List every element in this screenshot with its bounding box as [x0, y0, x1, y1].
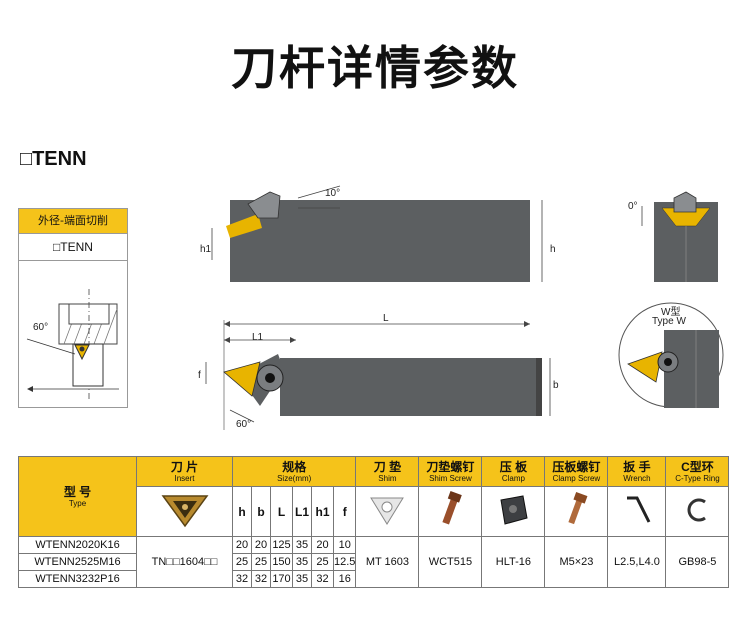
- insert-top: [223, 361, 261, 397]
- insert-code: TN□□1604□□: [136, 536, 233, 588]
- clamp-screw-code: M5×23: [544, 536, 609, 588]
- clamp-code: HLT-16: [481, 536, 546, 588]
- size-col-b: b: [251, 486, 271, 537]
- dim-f-label: f: [198, 370, 201, 381]
- shim-screw-image: [418, 486, 483, 537]
- cell-f: 10: [332, 536, 357, 554]
- operation-diagram-box: 外径-端面切削 □TENN 60°: [18, 208, 128, 408]
- cell-L: 150: [270, 553, 293, 571]
- insert-schematic: [74, 344, 90, 361]
- cell-L: 170: [270, 570, 293, 588]
- front-angle-label: 0°: [628, 201, 638, 212]
- cell-h1: 32: [311, 570, 334, 588]
- cell-b: 25: [251, 553, 271, 571]
- clamp-screw-image: [544, 486, 609, 537]
- cell-h: 32: [232, 570, 252, 588]
- shim-image: [355, 486, 420, 537]
- size-col-L: L: [270, 486, 293, 537]
- dim-L-label: L: [383, 313, 389, 324]
- row-model: WTENN2020K16: [18, 536, 137, 554]
- size-col-h1: h1: [311, 486, 334, 537]
- ring-code: GB98-5: [665, 536, 730, 588]
- size-col-L1: L1: [292, 486, 312, 537]
- wrench-code: L2.5,L4.0: [607, 536, 667, 588]
- type-w-en: Type W: [652, 316, 686, 327]
- cell-h1: 25: [311, 553, 334, 571]
- cell-b: 20: [251, 536, 271, 554]
- table-row: WTENN2525M16 25 25 150 35 25 12.5: [18, 553, 729, 571]
- type-w-cn: W型: [661, 307, 681, 318]
- top-view-drawing: [205, 320, 551, 430]
- cell-f: 16: [332, 570, 357, 588]
- row-model: WTENN2525M16: [18, 553, 137, 571]
- cell-f: 12.5: [332, 553, 357, 571]
- operation-label: 外径-端面切削: [19, 209, 127, 234]
- size-col-h: h: [232, 486, 252, 537]
- row-model: WTENN3232P16: [18, 570, 137, 588]
- cell-L1: 35: [292, 553, 312, 571]
- front-view-drawing: [641, 191, 718, 282]
- operation-model: □TENN: [19, 234, 127, 261]
- box-angle-label: 60°: [33, 322, 49, 333]
- side-angle-label: 10°: [325, 188, 341, 199]
- type-w-detail: [618, 302, 724, 408]
- dim-L1-label: L1: [252, 332, 264, 343]
- shim-screw-code: WCT515: [418, 536, 483, 588]
- model-label: □TENN: [20, 148, 87, 170]
- dim-b-label: b: [553, 380, 559, 391]
- insert-image: [136, 486, 233, 537]
- operation-schematic: [26, 289, 119, 399]
- size-col-f: f: [332, 486, 357, 537]
- cell-L: 125: [270, 536, 293, 554]
- cell-L1: 35: [292, 570, 312, 588]
- cell-L1: 35: [292, 536, 312, 554]
- clamp-image: [481, 486, 546, 537]
- shim-code: MT 1603: [355, 536, 420, 588]
- wrench-image: [607, 486, 667, 537]
- holder-top-body: [280, 358, 536, 416]
- ring-image: [665, 486, 730, 537]
- page-title: 刀杆详情参数: [231, 41, 519, 95]
- cell-h: 25: [232, 553, 252, 571]
- side-view-drawing: [211, 185, 543, 282]
- cell-h1: 20: [311, 536, 334, 554]
- dim-h-label: h: [550, 244, 556, 255]
- dim-h1-label: h1: [200, 244, 212, 255]
- cell-h: 20: [232, 536, 252, 554]
- table-row: WTENN2020K16 TN□□1604□□ 20 20 125 35 20 …: [18, 536, 730, 588]
- cell-b: 32: [251, 570, 271, 588]
- table-row: WTENN3232P16 32 32 170 35 32 16: [18, 570, 729, 588]
- top-angle-label: 60°: [236, 419, 252, 430]
